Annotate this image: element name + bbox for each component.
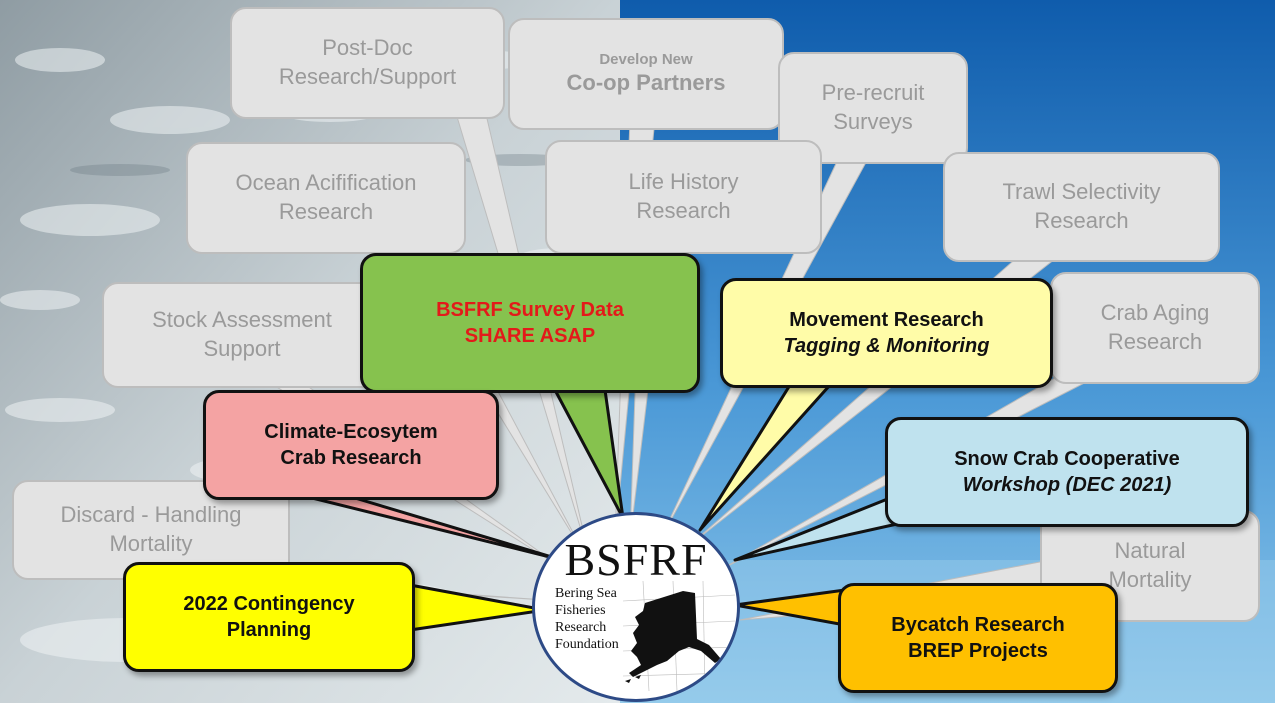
topic-line: Support (203, 336, 281, 361)
priority-line: Crab Research (280, 447, 422, 469)
topic-line: Trawl Selectivity (1002, 179, 1161, 205)
priority-line: Workshop (DEC 2021) (962, 474, 1172, 496)
topic-line: Research/Support (278, 64, 457, 89)
logo-name-line: Foundation (555, 637, 619, 653)
topic-ocean-acidification-research: Ocean Acifification Research (186, 142, 466, 254)
topic-line: Surveys (833, 109, 913, 134)
topic-line: Research (1107, 329, 1203, 354)
topic-line: Stock Assessment (152, 307, 332, 333)
priority-line: 2022 Contingency (183, 593, 355, 615)
topic-line: Discard - Handling (60, 502, 242, 528)
topic-line: Develop New (599, 50, 693, 68)
priority-climate-ecosystem: Climate-Ecosytem Crab Research (203, 390, 499, 500)
topic-trawl-selectivity-research: Trawl Selectivity Research (943, 152, 1220, 262)
priority-bycatch-research: Bycatch Research BREP Projects (838, 583, 1118, 693)
topic-line: Mortality (1108, 567, 1192, 592)
topic-line: Mortality (109, 531, 193, 556)
topic-line: Research (278, 199, 374, 224)
topic-postdoc-research-support: Post-Doc Research/Support (230, 7, 505, 119)
topic-crab-aging-research: Crab Aging Research (1050, 272, 1260, 384)
priority-line: Climate-Ecosytem (264, 421, 438, 443)
logo-name: Bering Sea Fisheries Research Foundation (555, 585, 619, 653)
topic-line: Ocean Acifification (235, 170, 417, 196)
topic-line: Natural (1114, 538, 1186, 564)
priority-movement-research: Movement Research Tagging & Monitoring (720, 278, 1053, 388)
bsfrf-logo: BSFRF Bering Sea Fisheries Research Foun… (532, 512, 740, 702)
logo-acronym: BSFRF (564, 534, 708, 585)
topic-line: Crab Aging (1100, 300, 1210, 326)
topic-line: Pre-recruit (821, 80, 925, 106)
priority-line: BSFRF Survey Data (436, 299, 624, 321)
priority-2022-contingency-planning: 2022 Contingency Planning (123, 562, 415, 672)
topic-line: Life History (628, 169, 739, 195)
topic-line: Post-Doc (322, 35, 413, 61)
priority-line: Movement Research (789, 309, 984, 331)
topic-line: Co-op Partners (566, 70, 726, 96)
logo-name-line: Fisheries (555, 603, 606, 619)
priority-line: SHARE ASAP (464, 325, 596, 347)
topic-line: Research (1034, 208, 1129, 233)
topic-stock-assessment-support: Stock Assessment Support (102, 282, 382, 388)
priority-line: Tagging & Monitoring (783, 335, 990, 357)
alaska-map-icon (623, 581, 735, 691)
topic-life-history-research: Life History Research (545, 140, 822, 254)
topic-line: Research (636, 198, 731, 223)
priority-bsfrf-survey-data: BSFRF Survey Data SHARE ASAP (360, 253, 700, 393)
logo-name-line: Bering Sea (555, 586, 617, 601)
priority-snow-crab-workshop: Snow Crab Cooperative Workshop (DEC 2021… (885, 417, 1249, 527)
priority-line: Bycatch Research (891, 614, 1065, 636)
topic-develop-coop-partners: Develop New Co-op Partners (508, 18, 784, 130)
logo-name-line: Research (555, 620, 607, 636)
priority-line: BREP Projects (908, 640, 1048, 662)
priority-callout-tails (298, 383, 962, 632)
priority-line: Snow Crab Cooperative (954, 448, 1180, 470)
priority-line: Planning (226, 619, 312, 641)
